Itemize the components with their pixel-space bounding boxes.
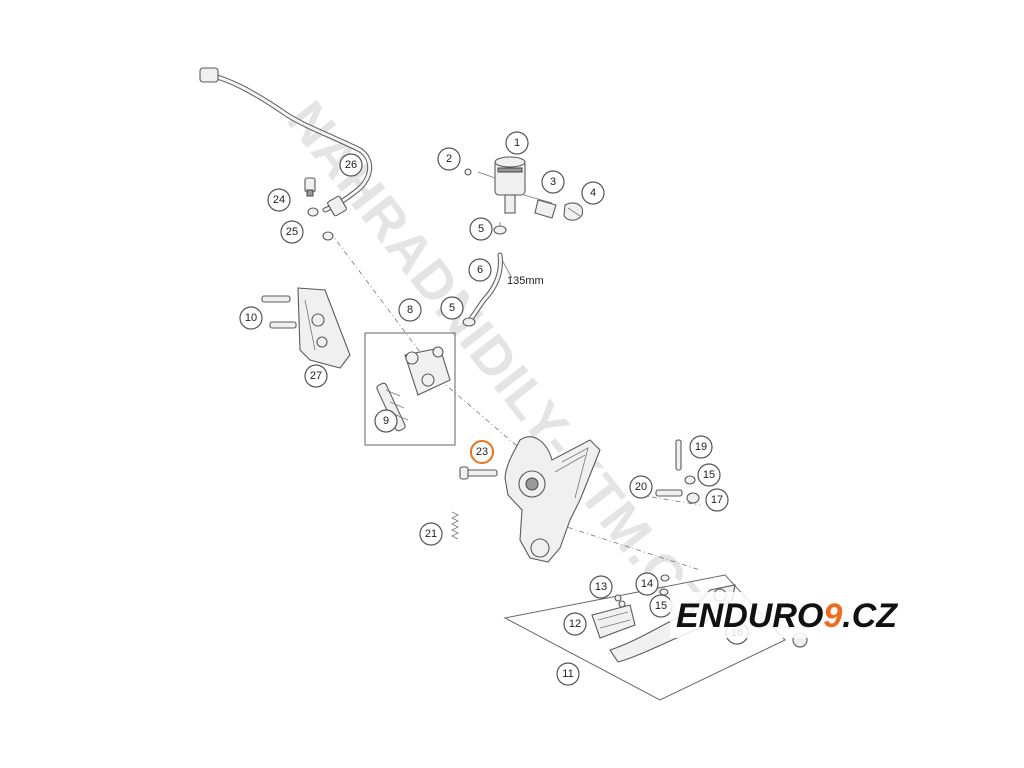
callout-25: 25 <box>280 220 304 244</box>
callout-17: 17 <box>705 488 729 512</box>
logo-text: ENDURO9.CZ <box>676 597 898 635</box>
svg-text:12: 12 <box>569 618 581 630</box>
pivot-pin <box>675 439 682 471</box>
brake-pedal-bolt <box>655 489 683 497</box>
svg-text:14: 14 <box>641 578 653 590</box>
svg-text:9: 9 <box>383 415 389 427</box>
callout-9: 9 <box>374 409 398 433</box>
hose-clamp-lower <box>462 317 476 327</box>
svg-text:2: 2 <box>446 153 452 165</box>
svg-text:5: 5 <box>449 302 455 314</box>
pedal-tip <box>591 604 636 639</box>
svg-text:4: 4 <box>590 187 596 199</box>
mounting-bolts <box>261 295 297 329</box>
callout-1: 1 <box>505 131 529 155</box>
callout-15b: 15 <box>649 594 673 618</box>
callout-2: 2 <box>437 147 461 171</box>
svg-text:15: 15 <box>655 600 667 612</box>
svg-text:27: 27 <box>310 370 322 382</box>
hose-clamp-upper <box>493 225 507 235</box>
reservoir-screw <box>464 168 472 176</box>
svg-text:24: 24 <box>273 194 285 206</box>
callout-14: 14 <box>635 572 659 596</box>
repair-kit-piston <box>376 382 409 432</box>
pedal-tip-screws <box>614 594 626 608</box>
return-spring <box>451 511 459 540</box>
svg-text:19: 19 <box>695 441 707 453</box>
footrest-bracket <box>504 436 601 563</box>
callout-12: 12 <box>563 612 587 636</box>
callout-19: 19 <box>689 435 713 459</box>
svg-text:5: 5 <box>478 223 484 235</box>
callout-27: 27 <box>304 364 328 388</box>
svg-text:25: 25 <box>286 226 298 238</box>
svg-text:10: 10 <box>245 312 257 324</box>
svg-text:20: 20 <box>635 481 647 493</box>
callout-23: 23 <box>470 440 494 464</box>
svg-text:6: 6 <box>477 264 483 276</box>
brake-hose <box>199 67 372 213</box>
hose-length-label: 135mm <box>507 275 544 287</box>
callout-10: 10 <box>239 306 263 330</box>
reservoir-clip <box>563 202 584 221</box>
callout-8: 8 <box>398 298 422 322</box>
callout-5b: 5 <box>440 296 464 320</box>
sealing-rings <box>307 207 334 241</box>
callout-4: 4 <box>581 181 605 205</box>
brake-fluid-reservoir <box>494 156 526 214</box>
callout-20: 20 <box>629 475 653 499</box>
callout-15a: 15 <box>697 463 721 487</box>
svg-text:23: 23 <box>476 446 488 458</box>
callout-26: 26 <box>339 153 363 177</box>
master-cylinder <box>404 346 451 396</box>
callout-5a: 5 <box>469 217 493 241</box>
master-cylinder-group-box <box>364 332 456 446</box>
bracket-bolt <box>459 466 498 480</box>
svg-text:13: 13 <box>595 581 607 593</box>
hose-fitting <box>327 195 347 217</box>
svg-text:3: 3 <box>550 176 556 188</box>
callout-21: 21 <box>419 522 443 546</box>
callout-3: 3 <box>541 170 565 194</box>
reservoir-clamp <box>534 199 557 219</box>
heel-guard-bracket <box>297 287 351 369</box>
callout-13: 13 <box>589 575 613 599</box>
svg-text:26: 26 <box>345 159 357 171</box>
svg-text:8: 8 <box>407 304 413 316</box>
leader-lines <box>329 171 701 571</box>
enduro9-logo: ENDURO9.CZ <box>670 592 960 638</box>
svg-text:1: 1 <box>514 137 520 149</box>
svg-text:21: 21 <box>425 528 437 540</box>
svg-text:15: 15 <box>703 469 715 481</box>
svg-text:11: 11 <box>562 668 573 680</box>
svg-text:17: 17 <box>711 494 723 506</box>
callout-11: 11 <box>556 662 580 686</box>
pedal-washers <box>659 574 670 596</box>
washer-nut <box>684 475 700 504</box>
callout-6: 6 <box>468 258 492 282</box>
reservoir-hose <box>467 252 513 323</box>
callout-24: 24 <box>267 188 291 212</box>
banjo-bolt <box>304 177 316 197</box>
